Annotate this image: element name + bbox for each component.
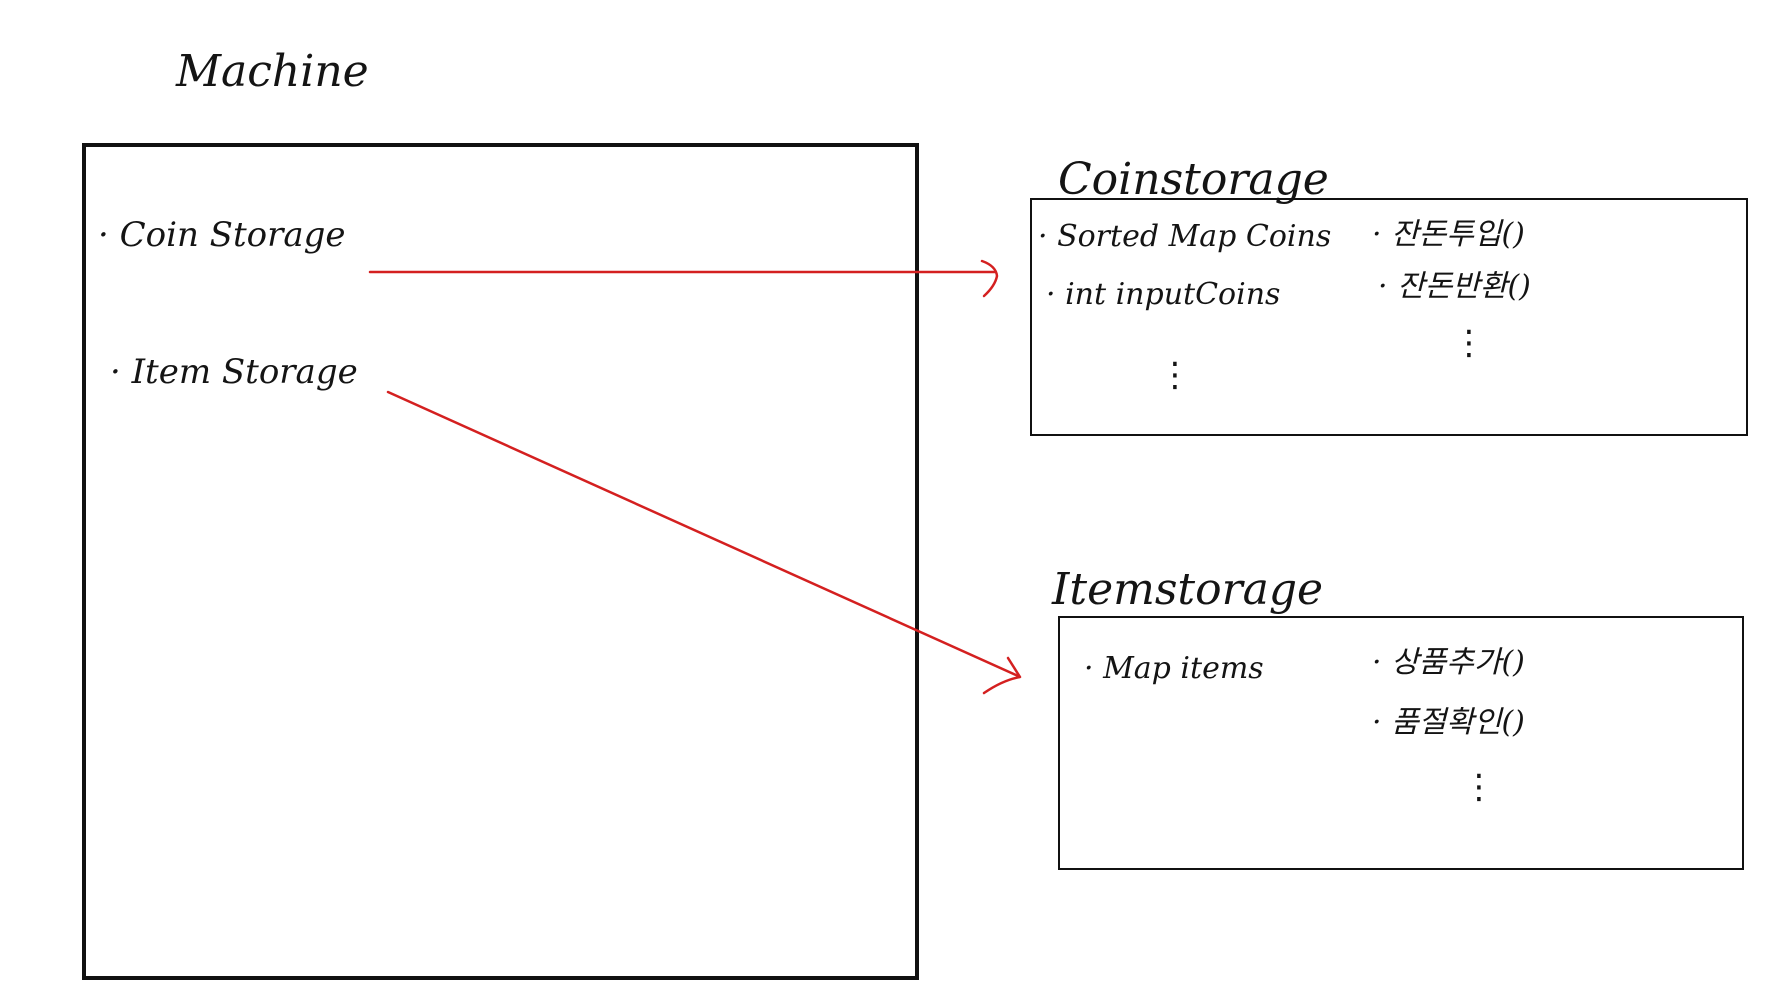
machine-title: Machine (176, 46, 369, 97)
coin-storage-field-coins: · Sorted Map Coins (1038, 219, 1332, 254)
item-storage-title: Itemstorage (1052, 564, 1324, 615)
coin-storage-box (1030, 198, 1748, 436)
item-storage-method-soldout: · 품절확인() (1372, 705, 1525, 740)
coin-storage-title: Coinstorage (1058, 154, 1329, 205)
coin-storage-field-input-coins: · int inputCoins (1046, 277, 1281, 312)
machine-field-coin-storage: · Coin Storage (98, 215, 346, 255)
item-storage-field-items: · Map items (1084, 651, 1264, 686)
item-storage-method-add: · 상품추가() (1372, 645, 1525, 680)
coin-storage-method-return: · 잔돈반환() (1378, 269, 1531, 304)
coin-storage-method-insert: · 잔돈투입() (1372, 217, 1525, 252)
arrow-item-storage-head (982, 656, 1022, 695)
machine-box (82, 143, 919, 980)
machine-field-item-storage: · Item Storage (110, 352, 358, 392)
item-storage-method-ellipsis: ⋮ (1462, 767, 1496, 807)
item-storage-box (1058, 616, 1744, 870)
arrow-item-storage-line (386, 390, 1020, 678)
arrow-coin-storage-head (980, 259, 999, 298)
coin-storage-method-ellipsis: ⋮ (1452, 323, 1486, 363)
coin-storage-field-ellipsis: ⋮ (1158, 355, 1192, 395)
